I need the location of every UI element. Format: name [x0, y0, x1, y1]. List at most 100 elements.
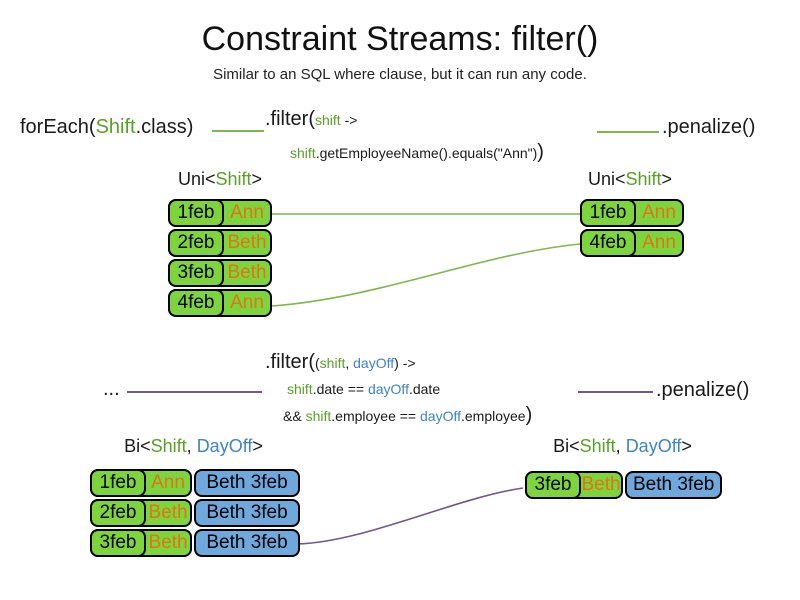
- shift-date: 4feb: [580, 229, 636, 257]
- shift-row: 1feb Ann: [168, 199, 272, 227]
- shift-employee: Ann: [642, 202, 676, 223]
- type-param-shift: Shift: [579, 436, 616, 456]
- type-pre: Uni<: [587, 169, 626, 189]
- dayoff-fact: Beth 3feb: [194, 529, 300, 557]
- filter-close-paren: ): [537, 141, 544, 163]
- type-param-shift: Shift: [625, 169, 662, 189]
- type-comma: ,: [186, 436, 197, 456]
- dayoff-fact: Beth 3feb: [625, 471, 723, 499]
- shift-date: 2feb: [168, 229, 224, 257]
- type-param-dayoff: DayOff: [196, 436, 253, 456]
- type-pre: Uni<: [177, 169, 216, 189]
- shift-row: 4feb Ann: [580, 229, 684, 257]
- foreach-pre: forEach(: [20, 116, 96, 138]
- lambda-close-paren: ): [394, 355, 399, 371]
- shift-employee: Ann: [230, 202, 264, 223]
- shift-date: 3feb: [168, 259, 224, 287]
- shift-date: 1feb: [168, 199, 224, 227]
- dayoff-fact: Beth 3feb: [194, 469, 300, 497]
- stream-line-filter2-penalize: [578, 391, 653, 393]
- lambda-var: shift: [290, 145, 316, 161]
- lambda-param-shift: shift: [319, 355, 346, 371]
- shift-employee: Beth: [227, 232, 267, 253]
- filter-close-paren: ): [525, 404, 533, 426]
- shift-employee: Beth: [148, 532, 188, 553]
- dayoff-var: dayOff: [420, 408, 461, 424]
- shift-employee: Ann: [230, 292, 264, 313]
- type-post: >: [251, 169, 263, 189]
- shift-date: 1feb: [90, 469, 146, 497]
- shift-var: shift: [287, 381, 313, 397]
- stream-type-uni-left: Uni<Shift>: [168, 169, 272, 190]
- filter-method: .filter(: [265, 108, 315, 130]
- stream-type-bi-left: Bi<Shift, DayOff>: [90, 436, 297, 457]
- code-filter-2: .filter((shift, dayOff) ->: [265, 351, 416, 374]
- match-line-bi: [296, 487, 524, 545]
- dayoff-var: dayOff: [367, 381, 409, 397]
- code-foreach: forEach(Shift.class): [20, 116, 193, 139]
- body-and: &&: [283, 408, 306, 424]
- type-param-dayoff: DayOff: [625, 436, 682, 456]
- filter-method: .filter(: [265, 351, 315, 373]
- shift-date: 3feb: [525, 471, 581, 499]
- shift-class-token: Shift: [95, 116, 136, 138]
- shift-employee: Beth: [227, 262, 267, 283]
- code-penalize-2: .penalize(): [656, 379, 750, 401]
- lambda-param-dayoff: dayOff: [353, 355, 395, 371]
- type-post: >: [661, 169, 673, 189]
- page-subtitle: Similar to an SQL where clause, but it c…: [213, 66, 587, 83]
- body-text: .date ==: [312, 381, 368, 397]
- code-ellipsis: ...: [103, 378, 120, 400]
- shift-date: 4feb: [168, 289, 224, 317]
- dayoff-fact: Beth 3feb: [194, 499, 300, 527]
- shift-employee: Ann: [642, 232, 676, 253]
- shift-row: 1feb Ann: [580, 199, 684, 227]
- shift-employee: Beth: [581, 474, 621, 495]
- type-post: >: [681, 436, 692, 456]
- code-filter-2-body-2: && shift.employee == dayOff.employee): [283, 404, 532, 427]
- shift-employee: Beth: [148, 502, 188, 523]
- type-param-shift: Shift: [215, 169, 252, 189]
- lambda-arrow: ->: [398, 355, 416, 371]
- type-post: >: [252, 436, 263, 456]
- shift-date: 1feb: [580, 199, 636, 227]
- foreach-post: .class): [135, 116, 194, 138]
- stream-line-filter-penalize: [597, 131, 659, 133]
- stream-type-uni-right: Uni<Shift>: [578, 169, 682, 190]
- body-text: .employee ==: [331, 408, 420, 424]
- stream-line-join-filter: [127, 391, 262, 393]
- shift-date: 2feb: [90, 499, 146, 527]
- shift-date: 3feb: [90, 529, 146, 557]
- type-pre: Bi<: [124, 436, 151, 456]
- body-text: .date: [408, 381, 441, 397]
- lambda-param: shift: [315, 112, 341, 128]
- code-filter-1-body: shift.getEmployeeName().equals("Ann")): [290, 141, 544, 164]
- lambda-arrow: ->: [344, 112, 358, 128]
- stream-type-bi-right: Bi<Shift, DayOff>: [525, 436, 720, 457]
- lambda-body: .getEmployeeName().equals("Ann"): [315, 145, 538, 161]
- code-filter-2-body-1: shift.date == dayOff.date: [287, 381, 440, 397]
- shift-var: shift: [305, 408, 332, 424]
- lambda-comma: ,: [345, 355, 354, 371]
- match-line-4feb: [271, 243, 581, 307]
- page-title: Constraint Streams: filter(): [201, 20, 599, 58]
- lambda-open-paren: (: [315, 355, 320, 371]
- shift-employee: Ann: [151, 472, 185, 493]
- code-penalize-1: .penalize(): [662, 116, 756, 138]
- type-param-shift: Shift: [150, 436, 187, 456]
- code-filter-1: .filter(shift ->: [265, 108, 357, 131]
